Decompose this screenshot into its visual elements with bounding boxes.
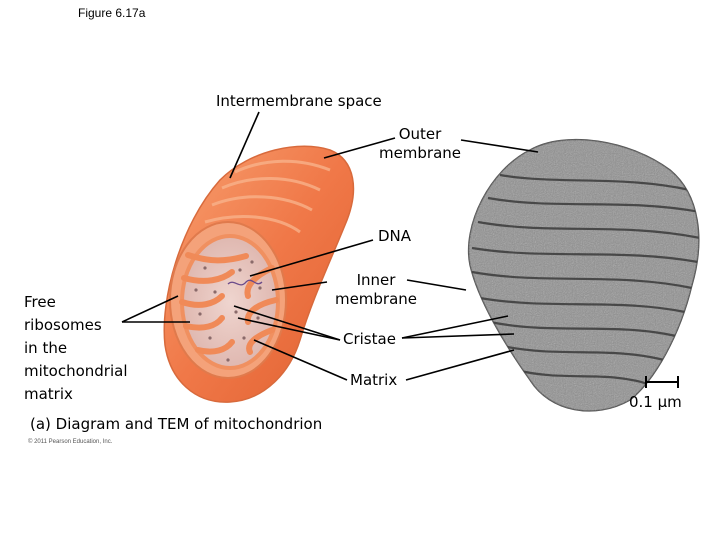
label-dna: DNA bbox=[378, 227, 412, 245]
label-free-ribosomes-line1: Free bbox=[24, 293, 56, 311]
label-free-ribosomes-line5: matrix bbox=[24, 385, 73, 403]
tem-cristae bbox=[471, 173, 699, 386]
label-free-ribosomes: Free ribosomes in the mitochondrial matr… bbox=[24, 291, 128, 406]
label-outer-membrane-line1: Outer bbox=[398, 125, 442, 143]
label-outer-membrane: Outer membrane bbox=[374, 125, 466, 163]
label-free-ribosomes-line2: ribosomes bbox=[24, 316, 102, 334]
label-free-ribosomes-line3: in the bbox=[24, 339, 68, 357]
label-scale-bar: 0.1 μm bbox=[629, 393, 682, 411]
ribosome-dots bbox=[194, 260, 262, 362]
dna-strand bbox=[227, 279, 263, 286]
scale-bar bbox=[645, 376, 679, 388]
label-outer-membrane-line2: membrane bbox=[378, 144, 462, 162]
leader-lines bbox=[121, 111, 539, 381]
figure-caption: (a) Diagram and TEM of mitochondrion bbox=[30, 415, 323, 433]
label-inner-membrane: Inner membrane bbox=[330, 271, 422, 309]
label-inner-membrane-line2: membrane bbox=[334, 290, 418, 308]
label-intermembrane-space: Intermembrane space bbox=[216, 92, 382, 110]
outer-fold-lines bbox=[204, 159, 331, 234]
label-inner-membrane-line1: Inner bbox=[356, 271, 396, 289]
label-matrix: Matrix bbox=[350, 371, 398, 389]
copyright-notice: © 2011 Pearson Education, Inc. bbox=[28, 439, 113, 445]
label-cristae: Cristae bbox=[343, 330, 396, 348]
label-free-ribosomes-line4: mitochondrial bbox=[24, 362, 128, 380]
figure-number: Figure 6.17a bbox=[78, 6, 146, 20]
tem-image bbox=[468, 138, 700, 412]
